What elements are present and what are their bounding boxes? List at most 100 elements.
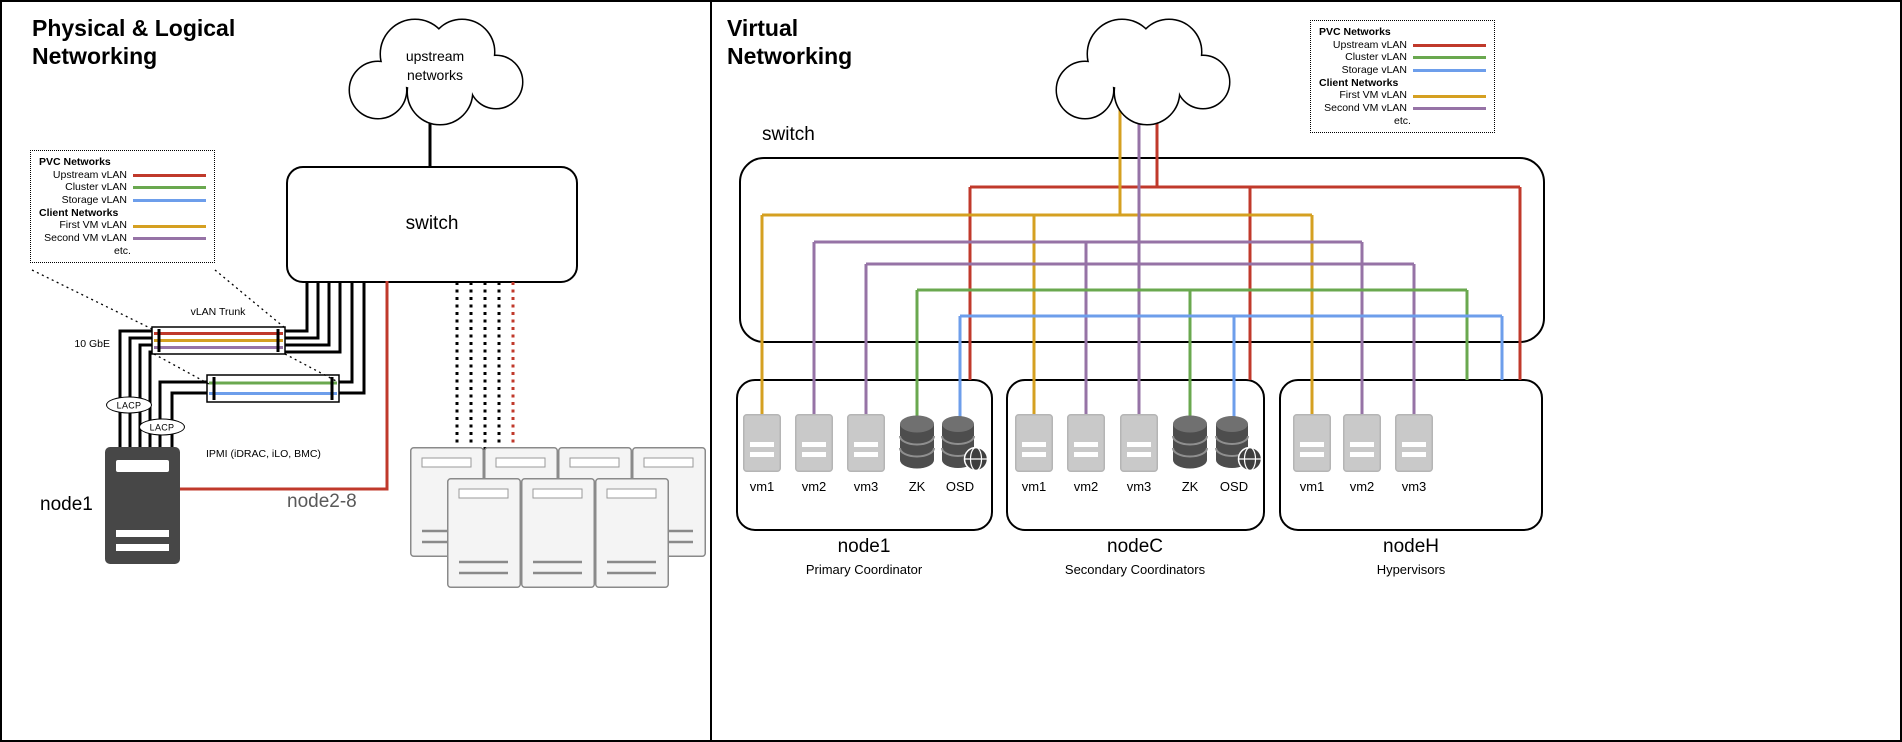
zookeeper-cell: ZK [1162, 414, 1218, 494]
osd-cell: OSD [932, 414, 988, 494]
node1-server-icon [105, 447, 180, 564]
vm-cell: vm3 [1386, 414, 1442, 494]
vm-icon [1120, 414, 1158, 472]
physical-switch-box [286, 166, 578, 283]
upstream-cloud-label: upstream networks [405, 48, 465, 83]
upstream-cloud [348, 18, 524, 126]
legend-label: First VM vLAN [1339, 89, 1407, 102]
legend-row-cluster: Cluster vLAN [1319, 51, 1486, 65]
legend-label: First VM vLAN [59, 219, 127, 232]
vm-cell: vm3 [1111, 414, 1167, 494]
legend-label: Second VM vLAN [1324, 101, 1407, 114]
virtual-diagram-layer [736, 18, 1545, 531]
vlan-trunk-bundle-1 [151, 326, 286, 355]
vm-label: vm3 [1401, 479, 1427, 494]
node-group-cluster-icon [409, 446, 707, 589]
zookeeper-cell: ZK [889, 414, 945, 494]
right-panel-title: Virtual Networking [727, 15, 853, 70]
legend-etc-label: etc. [1394, 114, 1411, 127]
legend-row-upstream: Upstream vLAN [39, 169, 206, 182]
left-panel-title: Physical & Logical Networking [32, 15, 236, 70]
zookeeper-database-icon [1172, 415, 1208, 469]
physical-diagram-layer [31, 18, 707, 589]
vm-label: vm1 [749, 479, 775, 494]
vm-icon [1293, 414, 1331, 472]
vm-cell: vm2 [1334, 414, 1390, 494]
vm-label: vm2 [801, 479, 827, 494]
osd-storage-globe-icon [941, 416, 988, 472]
node-role: Primary Coordinator [805, 562, 923, 577]
legend-label: Cluster vLAN [1345, 51, 1407, 64]
node1-label: node1 [40, 494, 93, 515]
node-name: nodeC [1107, 536, 1163, 557]
first-vm-vlan-swatch [133, 224, 206, 228]
upstream-vlan-swatch [133, 173, 206, 177]
vm-label: vm3 [853, 479, 879, 494]
legend-row-cluster: Cluster vLAN [39, 181, 206, 195]
legend-label: Storage vLAN [61, 193, 127, 206]
legend-pvc-title: PVC Networks [39, 156, 111, 168]
legend-row-upstream: Upstream vLAN [1319, 39, 1486, 52]
vm-icon [1067, 414, 1105, 472]
vm-icon [1015, 414, 1053, 472]
vm-cell: vm2 [1058, 414, 1114, 494]
legend-pvc-title: PVC Networks [1319, 26, 1391, 38]
legend-etc-label: etc. [114, 244, 131, 257]
legend-label: Second VM vLAN [44, 231, 127, 244]
osd-storage-globe-icon [1215, 416, 1262, 472]
vm-label: vm2 [1349, 479, 1375, 494]
cluster-vlan-lines [915, 288, 1469, 417]
vlan-trunk-bundle-2 [206, 374, 340, 403]
vm-label: vm3 [1126, 479, 1152, 494]
zookeeper-label: ZK [1181, 479, 1199, 494]
second-vm-vlan-swatch [133, 237, 206, 240]
vm-icon [847, 414, 885, 472]
legend-label: Cluster vLAN [65, 181, 127, 194]
vlan-trunk-label: vLAN Trunk [190, 306, 246, 318]
vm-cell: vm3 [838, 414, 894, 494]
lacp-badge: LACP [139, 418, 185, 436]
link-speed-label: 10 GbE [74, 338, 110, 350]
legend-label: Upstream vLAN [52, 168, 127, 181]
node-role: Hypervisors [1376, 562, 1446, 577]
node-group-links [455, 282, 515, 454]
ipmi-line [178, 281, 389, 491]
vm-icon [1395, 414, 1433, 472]
physical-switch-label: switch [405, 213, 459, 234]
virtual-switch-box [739, 157, 1545, 343]
vm-label: vm1 [1299, 479, 1325, 494]
vm-cell: vm1 [1284, 414, 1340, 494]
node-name: node1 [837, 536, 891, 557]
node-group-label: node2-8 [287, 491, 357, 512]
network-legend: PVC Networks Upstream vLAN Cluster vLAN … [1310, 20, 1495, 133]
first-vm-vlan-swatch [1413, 94, 1486, 98]
legend-label: Storage vLAN [1341, 63, 1407, 76]
vm-icon [795, 414, 833, 472]
virtual-switch-label: switch [762, 124, 815, 145]
legend-row-storage: Storage vLAN [1319, 64, 1486, 77]
network-legend: PVC Networks Upstream vLAN Cluster vLAN … [30, 150, 215, 263]
legend-row-storage: Storage vLAN [39, 194, 206, 207]
osd-cell: OSD [1206, 414, 1262, 494]
vm-icon [743, 414, 781, 472]
second-vm-vlan-lines [812, 102, 1416, 417]
vm-cell: vm1 [734, 414, 790, 494]
zookeeper-database-icon [899, 415, 935, 469]
vm-cell: vm1 [1006, 414, 1062, 494]
upstream-cloud [1055, 18, 1231, 126]
virtual-networking-panel: Virtual Networking switch PVC Networks U… [712, 2, 1900, 740]
legend-label: Upstream vLAN [1332, 38, 1407, 51]
legend-row-first-vm: First VM vLAN [39, 219, 206, 233]
vm-cell: vm2 [786, 414, 842, 494]
storage-vlan-swatch [1413, 68, 1486, 72]
vm-label: vm1 [1021, 479, 1047, 494]
upstream-vlan-swatch [1413, 43, 1486, 47]
vm-icon [1343, 414, 1381, 472]
osd-label: OSD [945, 479, 975, 494]
osd-label: OSD [1219, 479, 1249, 494]
legend-callout-lines [31, 269, 339, 385]
cluster-vlan-swatch [133, 186, 206, 190]
physical-networking-panel: Physical & Logical Networking upstream n… [2, 2, 712, 740]
legend-client-title: Client Networks [39, 206, 119, 219]
